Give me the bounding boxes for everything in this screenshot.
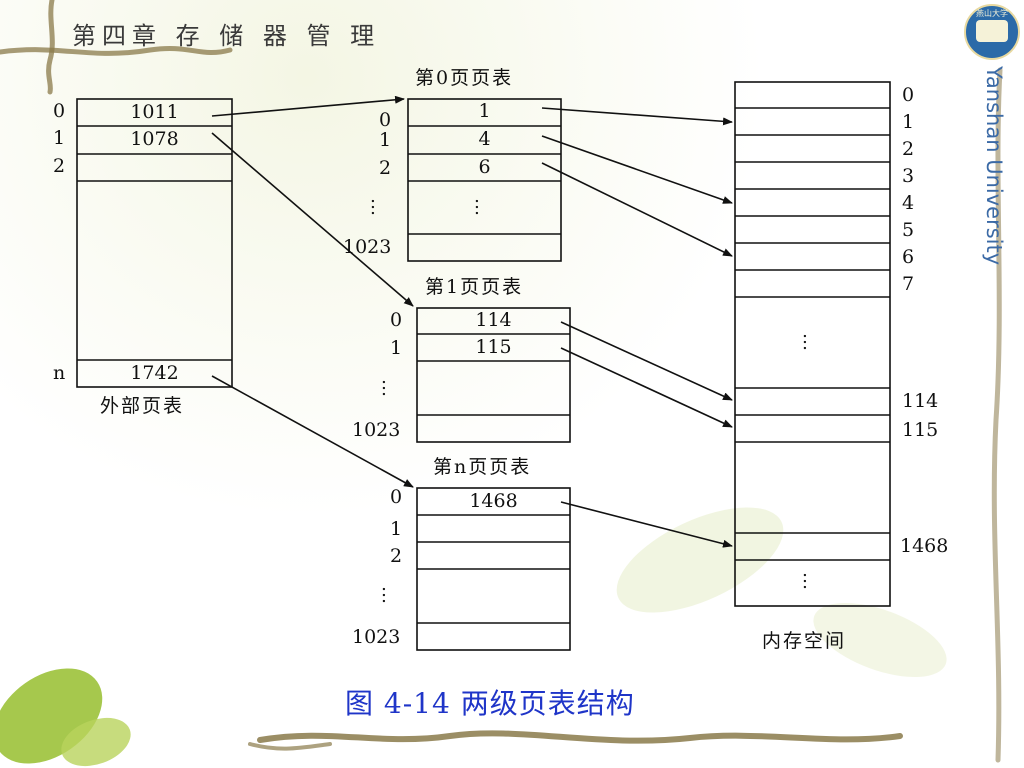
pt1-value-1: 115 <box>475 336 512 358</box>
ptn-index-ellipsis: … <box>378 586 399 604</box>
pt0-value-1: 4 <box>478 128 491 150</box>
arrow-pt0-0-to-mem1 <box>541 107 733 126</box>
outer-index-2: 2 <box>53 155 66 177</box>
mem-ellipsis-2: … <box>799 572 820 590</box>
mem-label-6: 6 <box>902 246 915 268</box>
pt0-index-1023: 1023 <box>343 236 392 258</box>
pt0-value-0: 1 <box>478 100 491 122</box>
arrow-outer0-to-pt0 <box>211 95 405 117</box>
outer-index-0: 0 <box>53 100 66 122</box>
ptn-index-2: 2 <box>390 545 403 567</box>
arrow-outern-to-ptn <box>211 375 414 488</box>
logo-text: 燕山大学 <box>976 9 1008 18</box>
arrow-ptn-0-to-mem1468 <box>560 501 733 548</box>
ptn-value-0: 1468 <box>469 490 518 512</box>
pt0-value-ellipsis: … <box>471 198 492 216</box>
outer-value-0: 1011 <box>130 101 179 123</box>
mem-label-1468: 1468 <box>900 535 949 557</box>
pt1-value-0: 114 <box>475 309 512 331</box>
mem-label-1: 1 <box>902 111 915 133</box>
pt0-index-1: 1 <box>379 129 392 151</box>
page-table-1-box <box>416 307 571 443</box>
chapter-title: 第四章 存 储 器 管 理 <box>72 22 381 50</box>
mem-ellipsis-1: … <box>799 333 820 351</box>
arrow-pt1-0-to-mem114 <box>560 321 733 401</box>
arrow-pt0-1-to-mem4 <box>541 135 733 204</box>
pt0-index-2: 2 <box>379 157 392 179</box>
pt0-index-ellipsis: … <box>367 198 388 216</box>
figure-caption: 图 4-14 两级页表结构 <box>345 687 635 720</box>
outer-index-n: n <box>53 362 66 384</box>
arrow-outer1-to-pt1 <box>211 132 414 307</box>
outer-table-box <box>76 98 233 388</box>
mem-label-4: 4 <box>902 192 915 214</box>
pt1-index-ellipsis: … <box>378 379 399 397</box>
pt1-index-1023: 1023 <box>352 419 401 441</box>
mem-label-2: 2 <box>902 138 915 160</box>
arrow-pt1-1-to-mem115 <box>560 347 733 428</box>
arrow-pt0-2-to-mem6 <box>541 162 733 257</box>
page-table-n-title: 第n页页表 <box>433 456 532 478</box>
pt1-index-0: 0 <box>390 309 403 331</box>
pt0-index-0: 0 <box>379 109 392 131</box>
outer-table-title: 外部页表 <box>100 395 185 417</box>
outer-index-1: 1 <box>53 127 66 149</box>
outer-value-n: 1742 <box>130 362 179 384</box>
mem-label-7: 7 <box>902 273 915 295</box>
mem-label-3: 3 <box>902 165 915 187</box>
page-table-0-title: 第0页页表 <box>415 67 514 89</box>
pt0-value-2: 6 <box>478 156 491 178</box>
mem-label-0: 0 <box>902 84 915 106</box>
page-table-0-box <box>407 98 562 262</box>
mem-label-114: 114 <box>902 390 939 412</box>
memory-title: 内存空间 <box>762 630 847 652</box>
page-table-1-title: 第1页页表 <box>425 276 524 298</box>
pt1-index-1: 1 <box>390 337 403 359</box>
ptn-index-1023: 1023 <box>352 626 401 648</box>
ptn-index-0: 0 <box>390 486 403 508</box>
memory-box <box>734 81 891 607</box>
mem-label-5: 5 <box>902 219 915 241</box>
university-logo-icon: 燕山大学 <box>964 4 1020 60</box>
mem-label-115: 115 <box>902 419 939 441</box>
outer-value-1: 1078 <box>130 128 179 150</box>
ptn-index-1: 1 <box>390 518 403 540</box>
